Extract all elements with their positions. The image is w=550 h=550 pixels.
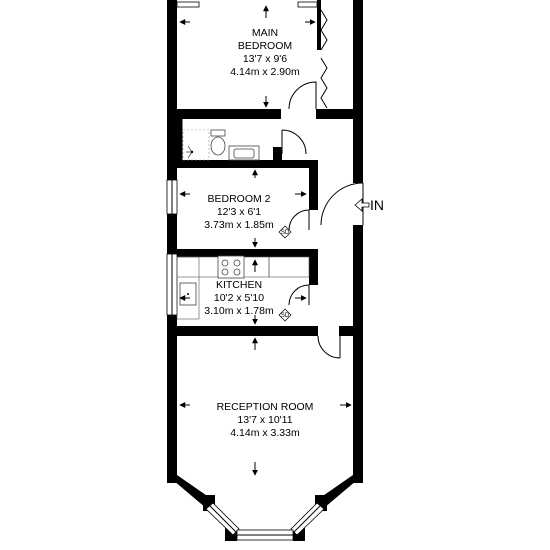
basin-icon (228, 145, 260, 161)
bedroom2-label: BEDROOM 2 12'3 x 6'1 3.73m x 1.85m (204, 193, 274, 231)
entrance-marker: IN (354, 197, 384, 213)
dimension-arrows (179, 5, 352, 476)
smoke-detector-icon: SD (278, 225, 292, 239)
hob-icon (217, 255, 245, 279)
toilet-icon (210, 129, 226, 156)
room-name: KITCHEN (216, 279, 262, 291)
smoke-detector-label: SD (281, 313, 290, 319)
windows (166, 1, 325, 541)
smoke-detector-label: SD (281, 230, 290, 236)
room-name: RECEPTION ROOM (217, 401, 314, 413)
entrance-label: IN (370, 197, 384, 213)
room-name: BEDROOM 2 (207, 193, 270, 205)
room-size-metric: 3.73m x 1.85m (204, 219, 274, 231)
room-size-metric: 3.10m x 1.78m (204, 305, 274, 317)
outer-walls (167, 0, 363, 541)
room-size-metric: 4.14m x 3.33m (230, 427, 300, 439)
sink-icon (179, 282, 197, 306)
room-name: BEDROOM (238, 40, 292, 52)
room-name: MAIN (252, 27, 278, 39)
room-size-imperial: 13'7 x 9'6 (243, 53, 287, 65)
main-bedroom-label: MAIN BEDROOM 13'7 x 9'6 4.14m x 2.90m (230, 27, 300, 78)
kitchen-label: KITCHEN 10'2 x 5'10 3.10m x 1.78m (204, 279, 274, 317)
room-size-metric: 4.14m x 2.90m (230, 66, 300, 78)
room-size-imperial: 12'3 x 6'1 (217, 206, 261, 218)
reception-label: RECEPTION ROOM 13'7 x 10'11 4.14m x 3.33… (217, 401, 314, 439)
arrow-left-icon (354, 198, 370, 212)
room-size-imperial: 10'2 x 5'10 (214, 292, 264, 304)
interior-walls (172, 0, 353, 336)
room-size-imperial: 13'7 x 10'11 (237, 414, 292, 426)
doors (281, 9, 364, 359)
shower-icon (182, 129, 210, 161)
smoke-detector-icon: SD (278, 308, 292, 322)
fixtures (176, 129, 310, 320)
